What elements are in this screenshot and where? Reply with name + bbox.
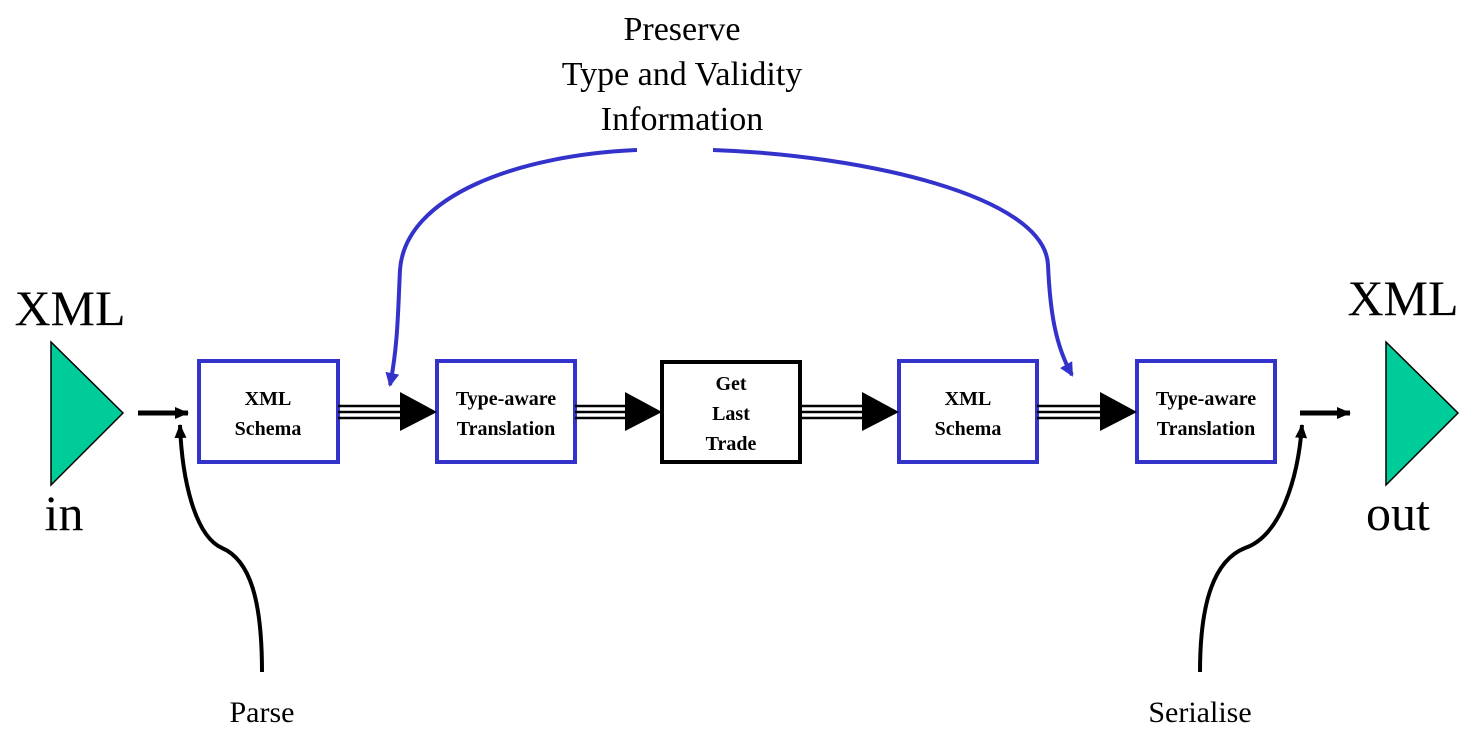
box-text: Trade bbox=[706, 433, 757, 455]
box-xml-schema-1: XML Schema bbox=[197, 359, 340, 464]
box-type-aware-translation-1: Type-aware Translation bbox=[435, 359, 577, 464]
input-sublabel: in bbox=[45, 485, 84, 541]
box-text: Schema bbox=[935, 418, 1002, 440]
box-text: Get bbox=[715, 373, 746, 395]
input-triangle-icon bbox=[50, 340, 125, 487]
preserve-title: Preserve Type and Validity Information bbox=[562, 11, 803, 138]
box-text: XML bbox=[245, 388, 292, 410]
parse-arrow bbox=[174, 424, 264, 673]
output-triangle-icon bbox=[1385, 340, 1460, 487]
output-sublabel: out bbox=[1366, 485, 1430, 541]
output-label: XML bbox=[1347, 270, 1458, 326]
input-label: XML bbox=[14, 280, 125, 336]
box-text: Translation bbox=[1157, 418, 1256, 440]
triple-line-arrow bbox=[1037, 392, 1137, 431]
parse-label: Parse bbox=[230, 696, 295, 729]
triple-line-arrow bbox=[800, 392, 899, 431]
title-line: Information bbox=[601, 101, 763, 138]
preserve-left-arrow bbox=[385, 148, 638, 387]
title-line: Type and Validity bbox=[562, 56, 803, 93]
title-line: Preserve bbox=[623, 11, 740, 48]
preserve-right-arrow bbox=[712, 148, 1074, 377]
triple-line-arrow bbox=[338, 392, 437, 431]
connectors bbox=[338, 392, 1137, 431]
box-xml-schema-2: XML Schema bbox=[897, 359, 1039, 464]
box-text: Type-aware bbox=[456, 388, 556, 410]
box-type-aware-translation-2: Type-aware Translation bbox=[1135, 359, 1277, 464]
box-text: Last bbox=[712, 403, 750, 425]
box-text: Translation bbox=[457, 418, 556, 440]
box-text: XML bbox=[945, 388, 992, 410]
triple-line-arrow bbox=[575, 392, 662, 431]
box-text: Type-aware bbox=[1156, 388, 1256, 410]
box-text: Schema bbox=[235, 418, 302, 440]
serialise-label: Serialise bbox=[1148, 696, 1251, 729]
serialise-arrow bbox=[1198, 424, 1308, 673]
box-get-last-trade: Get Last Trade bbox=[660, 360, 802, 464]
